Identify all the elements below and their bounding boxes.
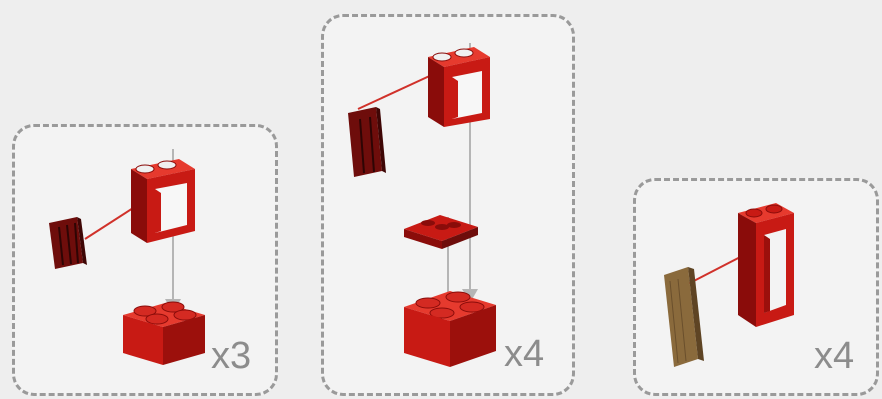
window-frame-icon <box>428 47 490 127</box>
step-3-illustration <box>664 203 794 367</box>
step-1-illustration <box>49 149 205 365</box>
door-panel-icon <box>664 267 704 367</box>
brick-2x2-icon <box>404 291 496 367</box>
plate-1x2-icon <box>404 215 478 249</box>
quantity-label: x4 <box>504 333 545 375</box>
quantity-label: x3 <box>211 335 252 377</box>
quantity-label: x4 <box>814 335 855 377</box>
step-2-illustration <box>348 43 496 367</box>
build-step-panel-2: x4 <box>321 14 575 396</box>
build-step-panel-3: x4 <box>633 178 879 396</box>
window-frame-icon <box>131 159 195 243</box>
shutter-icon <box>49 217 87 269</box>
build-step-panel-1: x3 <box>12 124 278 396</box>
shutter-icon <box>348 107 386 177</box>
brick-2x2-icon <box>123 301 205 365</box>
door-frame-icon <box>738 203 794 327</box>
